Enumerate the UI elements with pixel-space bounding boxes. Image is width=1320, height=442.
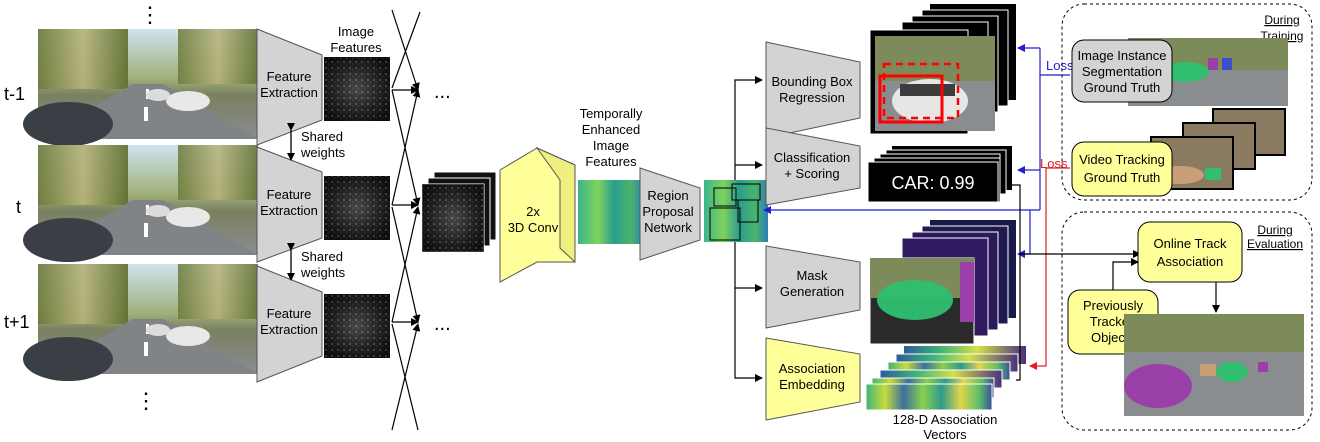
mask-output-stack — [869, 220, 1016, 345]
class-output-text: CAR: 0.99 — [891, 173, 974, 193]
temporal-label-3: Image — [593, 138, 629, 153]
bbox-rect-solid — [878, 74, 944, 124]
fe-label-next-1: Feature — [267, 306, 312, 321]
loss-connectors — [763, 44, 1141, 381]
ellipsis-features-bottom: ... — [434, 313, 451, 335]
evaluation-title-1: During — [1257, 223, 1292, 237]
instance-gt-3: Ground Truth — [1084, 80, 1161, 95]
fe-label-prev-2: Extraction — [260, 85, 318, 100]
shared-weights-1b: weights — [300, 145, 346, 160]
shared-weights-1a: Shared — [301, 129, 343, 144]
conv-label-1: 2x — [526, 204, 540, 219]
head-class-label-2: + Scoring — [784, 166, 839, 181]
image-features: Image Features — [324, 24, 390, 358]
head-classification: Classification + Scoring — [765, 127, 861, 206]
instance-gt-box — [1071, 39, 1173, 103]
head-association: Association Embedding — [765, 337, 861, 421]
temporal-crossing-lines — [391, 9, 421, 431]
head-assoc-label-1: Association — [779, 361, 845, 376]
online-track-1: Online Track — [1154, 236, 1227, 251]
feature-extractors: Feature Extraction Feature Extraction Fe… — [256, 28, 346, 383]
input-frames: ⋮ ⋮ t-1 t t+1 — [4, 2, 258, 413]
shared-weights-2a: Shared — [301, 249, 343, 264]
temporal-feature-map — [578, 180, 644, 244]
association-vectors: 128-D Association Vectors — [865, 346, 1026, 442]
evaluation-title-2: Evaluation — [1247, 237, 1303, 251]
frame-curr — [23, 145, 258, 262]
head-bbox-label-1: Bounding Box — [772, 74, 853, 89]
head-class-label-1: Classification — [774, 150, 851, 165]
mask-car-green — [877, 280, 953, 320]
frame-prev — [23, 29, 258, 146]
conv-label-2: 3D Conv — [508, 220, 559, 235]
head-mask-label-1: Mask — [796, 268, 828, 283]
shared-weights-2b: weights — [300, 265, 346, 280]
tracking-gt-2: Ground Truth — [1084, 170, 1161, 185]
head-mask: Mask Generation — [765, 245, 861, 329]
temporal-label-1: Temporally — [580, 106, 643, 121]
assoc-vectors-label-1: 128-D Association — [893, 412, 998, 427]
extractor-curr — [256, 146, 323, 263]
bbox-rect-dashed — [882, 62, 960, 120]
temporal-label-2: Enhanced — [582, 122, 641, 137]
proposals-map — [704, 180, 768, 242]
image-features-label-2: Features — [330, 40, 382, 55]
fe-label-next-2: Extraction — [260, 322, 318, 337]
online-track-box — [1137, 221, 1243, 283]
previous-1: Previously — [1083, 298, 1143, 313]
ellipsis-top: ⋮ — [139, 2, 161, 27]
loss-label-red: Loss — [1040, 156, 1068, 171]
rpn-label-2: Proposal — [642, 204, 693, 219]
ellipsis-features-top: ... — [434, 81, 451, 103]
evaluation-panel: During Evaluation Online Track Associati… — [1061, 211, 1313, 431]
tracking-gt-box — [1071, 141, 1173, 197]
temporal-label-4: Features — [585, 154, 637, 169]
frame-next — [23, 264, 258, 381]
tracking-gt-1: Video Tracking — [1079, 152, 1165, 167]
online-track-2: Association — [1157, 254, 1223, 269]
loss-label-blue: Loss — [1046, 58, 1074, 73]
bbox-output-stack — [869, 4, 1016, 135]
head-connectors — [734, 76, 763, 382]
instance-gt-1: Image Instance — [1078, 48, 1167, 63]
temporal-features: Temporally Enhanced Image Features — [578, 106, 644, 244]
head-bbox: Bounding Box Regression — [765, 41, 861, 139]
head-bbox-label-2: Regression — [779, 90, 845, 105]
head-assoc-label-2: Embedding — [779, 377, 845, 392]
extractor-next — [256, 265, 323, 383]
training-title-1: During — [1264, 13, 1299, 27]
rpn-block: Region Proposal Network — [639, 167, 701, 261]
instance-gt-2: Segmentation — [1082, 64, 1162, 79]
image-features-label-1: Image — [338, 24, 374, 39]
class-output-stack: CAR: 0.99 — [867, 146, 1012, 203]
time-label-curr: t — [16, 197, 21, 217]
conv3d-block: 2x 3D Conv — [499, 146, 576, 283]
rpn-label-3: Network — [644, 220, 692, 235]
assoc-vectors-label-2: Vectors — [923, 427, 967, 442]
fe-label-curr-2: Extraction — [260, 203, 318, 218]
stacked-feature-maps — [421, 171, 497, 253]
rpn-label-1: Region — [647, 188, 688, 203]
time-label-next: t+1 — [4, 312, 30, 332]
ellipsis-bottom: ⋮ — [135, 388, 157, 413]
head-mask-label-2: Generation — [780, 284, 844, 299]
time-label-prev: t-1 — [4, 84, 25, 104]
fe-label-curr-1: Feature — [267, 187, 312, 202]
extractor-prev — [256, 28, 323, 146]
training-panel: During Training Image Instance Segmentat… — [1061, 3, 1313, 201]
fe-label-prev-1: Feature — [267, 69, 312, 84]
